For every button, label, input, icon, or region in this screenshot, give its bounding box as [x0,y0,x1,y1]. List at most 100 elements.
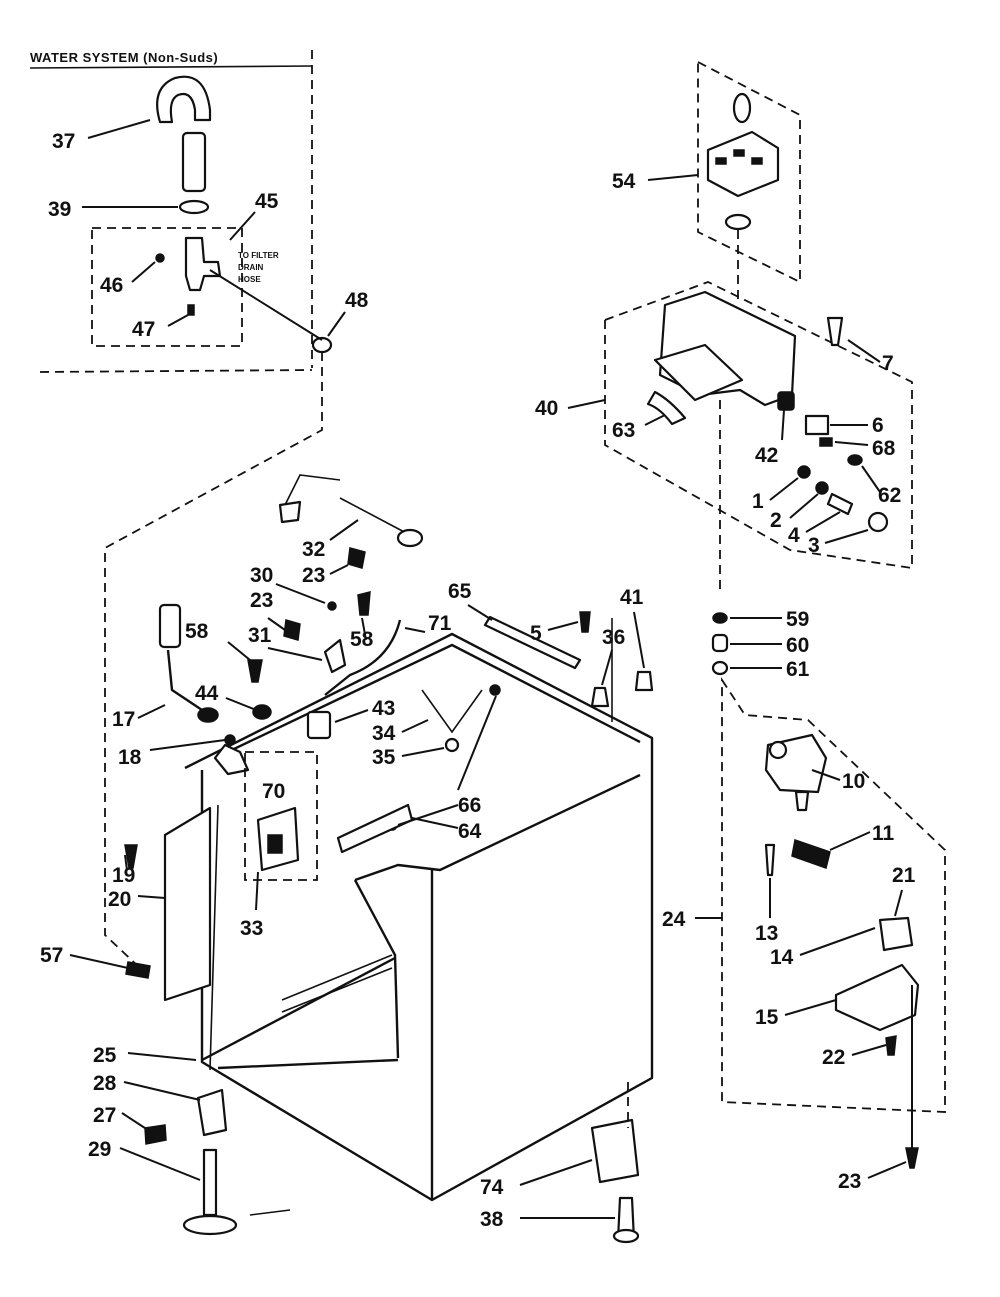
leader-66a [457,695,497,791]
leg-29 [202,1148,218,1217]
ring-39 [178,199,210,215]
water-system-inset: WATER SYSTEM (Non-Suds) TO FILTER DRAIN … [29,50,333,373]
callout-34: 34 [372,722,396,745]
leader-7 [847,339,881,363]
leader-74 [519,1159,593,1186]
leader-46 [131,261,156,283]
leader-20 [137,895,166,899]
callout-13: 13 [755,922,778,945]
handle-63 [646,390,687,426]
callout-7: 7 [882,352,894,375]
leg-bracket-28 [196,1088,228,1137]
callout-63: 63 [612,419,635,442]
screw-58 [247,659,263,683]
screw-5 [579,611,591,633]
callout-23-bottom: 23 [838,1170,861,1193]
wire-25 [209,804,219,1071]
drain-hose-line [209,269,323,341]
cabinet-corner-top [213,743,250,776]
callout-20: 20 [108,888,131,911]
leader-30 [275,583,326,604]
connector-dashed-left [104,352,323,969]
leader-71 [404,627,426,633]
cabinet-kick [217,1058,399,1070]
callout-14: 14 [770,946,794,969]
leader-43 [334,709,369,723]
callout-71: 71 [428,612,452,635]
note-line-2: DRAIN [238,263,264,272]
callout-32: 32 [302,538,325,561]
leader-25 [127,1052,197,1061]
valve-subassembly-box [91,227,243,347]
leader-31 [267,647,323,661]
callout-33: 33 [240,917,263,940]
note-line-1: TO FILTER [238,251,279,260]
leader-33 [255,871,259,911]
cabinet-cutout [353,879,400,1059]
spider-34 [421,689,483,734]
leg-foot-29 [182,1214,238,1236]
nut-62 [847,454,863,466]
callout-47: 47 [132,318,155,341]
callout-41: 41 [620,586,644,609]
callout-40: 40 [535,397,558,420]
callout-1: 1 [752,490,764,513]
callout-19: 19 [112,864,135,887]
callout-39: 39 [48,198,71,221]
inset-border-bottom [39,369,313,373]
leader-40 [567,399,606,409]
leader-42 [781,409,785,441]
cabinet-top-rim [214,643,641,760]
leader-35 [401,747,445,757]
hose-cap-17 [158,603,182,649]
leader-66 [397,804,459,826]
callout-24: 24 [662,908,686,931]
screw-7 [826,316,844,347]
side-panel-20 [163,806,212,1002]
panel-line [281,954,393,1001]
cabinet-outline [184,632,654,1202]
tube-4 [826,492,854,516]
callout-54: 54 [612,170,636,193]
leader-10 [811,769,841,781]
cabinet [124,474,654,1244]
bolt-38-head [612,1228,640,1244]
callout-23-mid: 23 [250,589,273,612]
console-box-40 [604,281,913,570]
leader-11 [829,831,871,851]
callout-46: 46 [100,274,123,297]
leader-22 [851,1044,887,1056]
callout-44: 44 [195,682,219,705]
motor-box-33 [244,751,318,881]
callout-58-left: 58 [185,620,209,643]
leader-63 [644,414,666,426]
leader-29 [119,1147,201,1181]
terminal-32 [396,528,424,548]
note-line-3: HOSE [238,275,261,284]
spring-11 [791,839,831,869]
leader-68 [834,441,869,446]
callout-21: 21 [892,864,916,887]
spider-hub [444,737,460,753]
clamp-57 [125,961,151,979]
callout-4: 4 [788,524,800,547]
callout-36: 36 [602,626,625,649]
fitting-42 [777,391,795,411]
hose-straight [181,131,207,193]
rail-65 [483,615,582,670]
callout-15: 15 [755,1006,779,1029]
clamp-44 [197,707,219,723]
leader-36 [601,649,613,686]
leader-21 [894,889,903,917]
leader-5 [547,621,579,631]
switch-terminal-a [715,157,727,165]
leader-48 [327,311,346,337]
connector-32 [278,500,302,524]
knob-54 [732,92,752,124]
callout-29: 29 [88,1138,111,1161]
screen-60 [711,633,729,653]
inset-title: WATER SYSTEM (Non-Suds) [30,50,218,65]
callout-2: 2 [770,509,782,532]
leader-47 [167,314,189,327]
